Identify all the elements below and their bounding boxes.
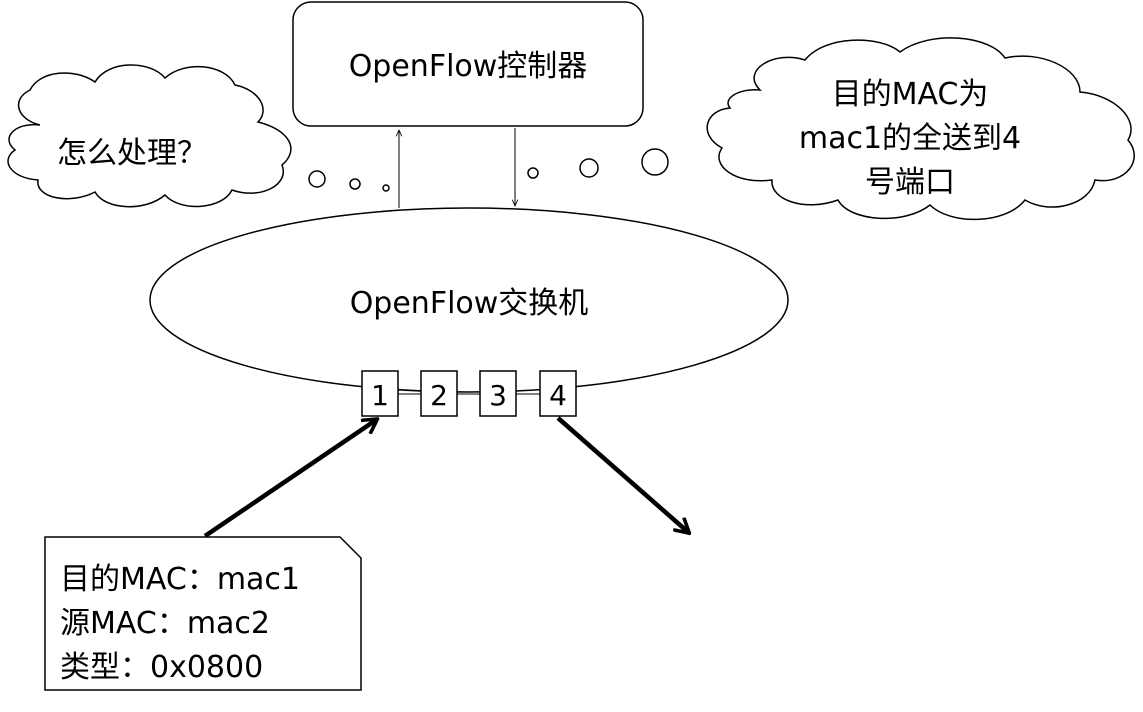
switch-node: OpenFlow交换机 xyxy=(149,207,789,393)
port-label: 2 xyxy=(430,379,448,412)
packet-line-1: 目的MAC：mac1 xyxy=(60,562,300,597)
port-1: 1 xyxy=(361,370,399,417)
thought-cloud-right: 目的MAC为 mac1的全送到4 号端口 xyxy=(706,37,1135,221)
thought-cloud-left: 怎么处理？ xyxy=(7,64,292,208)
port-label: 1 xyxy=(371,379,389,412)
packet-line-2: 源MAC：mac2 xyxy=(60,606,270,641)
port-2: 2 xyxy=(420,370,458,417)
controller-node: OpenFlow控制器 xyxy=(292,1,644,127)
port-3: 3 xyxy=(479,370,517,417)
packet-line-3: 类型：0x0800 xyxy=(60,650,263,685)
packet-note: 目的MAC：mac1 源MAC：mac2 类型：0x0800 xyxy=(44,536,362,691)
thought-bubble-dot xyxy=(382,184,390,192)
thought-bubble-dot xyxy=(349,178,361,190)
thought-left-text: 怎么处理？ xyxy=(57,136,207,171)
outgoing-packet-arrow xyxy=(556,416,688,532)
switch-label: OpenFlow交换机 xyxy=(350,286,589,321)
thought-bubble-dot xyxy=(527,167,539,179)
thought-bubble-dot xyxy=(579,158,599,178)
port-label: 4 xyxy=(549,379,567,412)
thought-right-line-3: 号端口 xyxy=(865,165,955,200)
thought-right-line-2: mac1的全送到4 xyxy=(799,121,1021,156)
thought-bubble-dot xyxy=(641,148,669,176)
incoming-packet-arrow xyxy=(203,420,376,538)
port-4: 4 xyxy=(539,370,577,417)
controller-label: OpenFlow控制器 xyxy=(349,49,588,84)
thought-right-line-1: 目的MAC为 xyxy=(832,77,989,112)
port-row: 1 2 3 4 xyxy=(361,370,577,417)
thought-bubble-dot xyxy=(308,170,326,188)
port-label: 3 xyxy=(489,379,507,412)
